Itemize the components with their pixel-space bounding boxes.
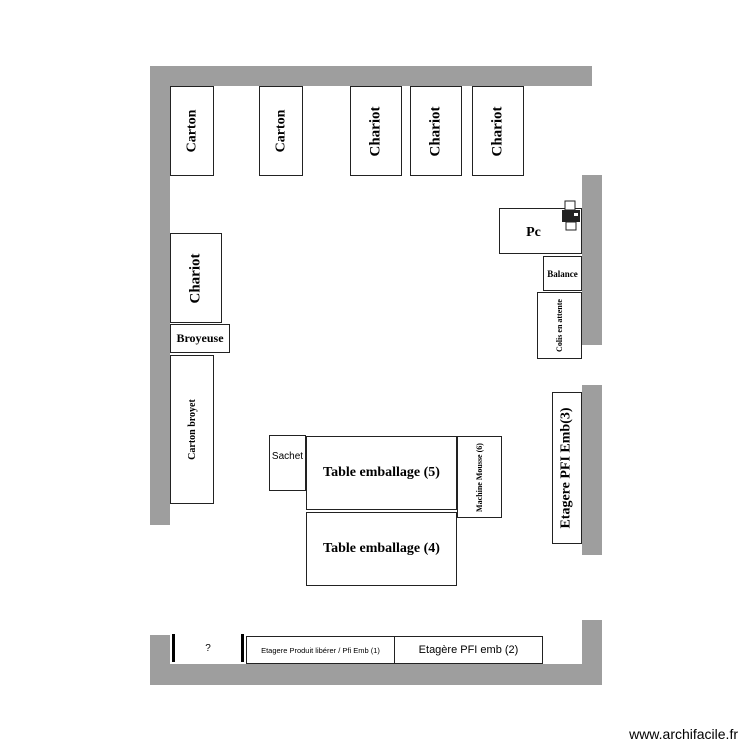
carton-broyet[interactable]: Carton broyet bbox=[170, 355, 214, 504]
etagere-pfi-3-label: Etagere PFI Emb(3) bbox=[559, 407, 574, 529]
broyeuse[interactable]: Broyeuse bbox=[170, 324, 230, 353]
chariot-left-label: Chariot bbox=[187, 253, 204, 303]
unknown-item[interactable]: ? bbox=[172, 634, 244, 662]
etagere-pfi-2-label: Etagère PFI emb (2) bbox=[418, 644, 519, 656]
wall-bottom bbox=[150, 664, 602, 685]
table-emballage-5[interactable]: Table emballage (5) bbox=[306, 436, 457, 510]
balance-label: Balance bbox=[547, 268, 578, 279]
chariot-top-1[interactable]: Chariot bbox=[350, 86, 402, 176]
table-4-label: Table emballage (4) bbox=[323, 541, 440, 556]
chariot-top-3-label: Chariot bbox=[489, 106, 506, 156]
chariot-top-2-label: Chariot bbox=[427, 106, 444, 156]
chariot-left[interactable]: Chariot bbox=[170, 233, 222, 323]
carton-1-label: Carton bbox=[184, 109, 199, 153]
unknown-item-label: ? bbox=[205, 642, 211, 654]
carton-broyet-label: Carton broyet bbox=[186, 399, 198, 460]
broyeuse-label: Broyeuse bbox=[176, 331, 224, 345]
sachet[interactable]: Sachet bbox=[269, 435, 306, 491]
carton-2[interactable]: Carton bbox=[259, 86, 303, 176]
balance[interactable]: Balance bbox=[543, 256, 582, 291]
machine-mousse[interactable]: Machine Mousse (6) bbox=[457, 436, 502, 518]
chariot-top-2[interactable]: Chariot bbox=[410, 86, 462, 176]
chariot-top-3[interactable]: Chariot bbox=[472, 86, 524, 176]
table-5-label: Table emballage (5) bbox=[323, 465, 440, 480]
etagere-produit-liberer[interactable]: Etagere Produit libérer / Pfi Emb (1) bbox=[246, 636, 395, 664]
etagere-produit-label: Etagere Produit libérer / Pfi Emb (1) bbox=[261, 645, 380, 655]
etagere-pfi-emb-2[interactable]: Etagère PFI emb (2) bbox=[394, 636, 543, 664]
colis-label: Colis en attente bbox=[555, 299, 565, 352]
carton-1[interactable]: Carton bbox=[170, 86, 214, 176]
etagere-pfi-emb-3[interactable]: Etagere PFI Emb(3) bbox=[552, 392, 582, 544]
wall-left bbox=[150, 66, 170, 525]
carton-2-label: Carton bbox=[273, 109, 288, 153]
wall-right-upper bbox=[582, 175, 602, 345]
wall-bottom-left-stub bbox=[150, 635, 170, 685]
chariot-top-1-label: Chariot bbox=[367, 106, 384, 156]
sachet-label: Sachet bbox=[271, 450, 304, 462]
printer-icon bbox=[562, 200, 580, 231]
watermark: www.archifacile.fr bbox=[629, 726, 738, 742]
wall-top bbox=[150, 66, 592, 86]
pc-label: Pc bbox=[526, 225, 541, 240]
wall-right-middle bbox=[582, 385, 602, 555]
table-emballage-4[interactable]: Table emballage (4) bbox=[306, 512, 457, 586]
colis-en-attente[interactable]: Colis en attente bbox=[537, 292, 582, 359]
machine-mousse-label: Machine Mousse (6) bbox=[475, 442, 485, 512]
